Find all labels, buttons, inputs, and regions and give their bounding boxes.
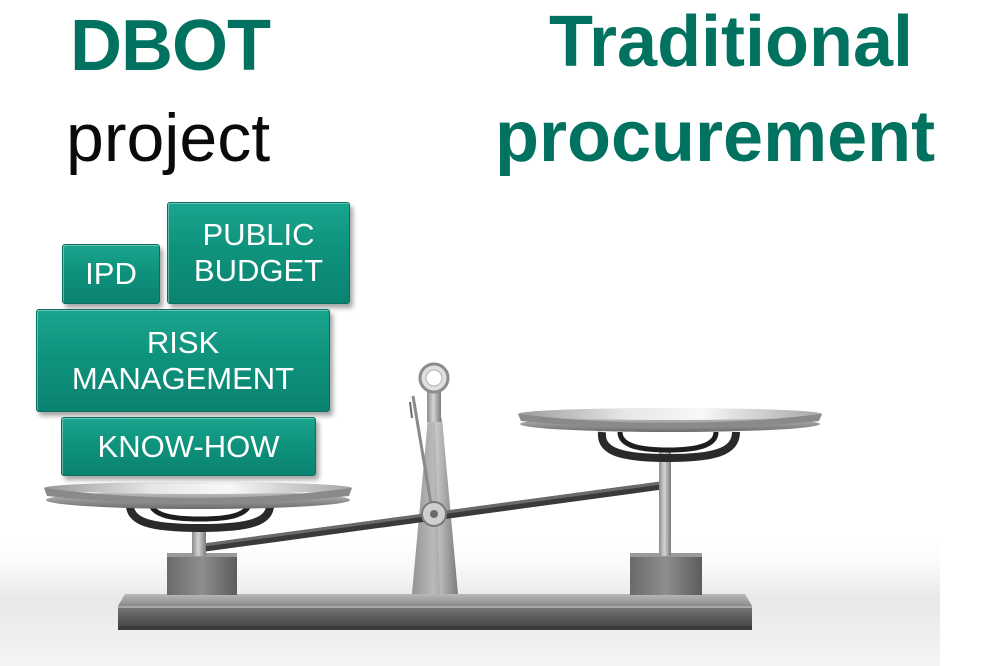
right-pan [518, 408, 822, 595]
scale-top-ring [418, 362, 450, 422]
scale-pointer [409, 395, 435, 517]
project-subtitle: project [66, 100, 271, 176]
procurement-title: procurement [495, 97, 936, 177]
public-budget-block: PUBLIC BUDGET [167, 202, 350, 304]
risk-management-block: RISK MANAGEMENT [36, 309, 330, 412]
left-pan [44, 482, 352, 595]
know-how-block: KNOW-HOW [61, 417, 316, 476]
ipd-block: IPD [62, 244, 160, 304]
traditional-title: Traditional [549, 2, 914, 82]
scale-beam [200, 481, 666, 552]
dbot-title: DBOT [70, 6, 271, 86]
scale-base [118, 594, 752, 630]
